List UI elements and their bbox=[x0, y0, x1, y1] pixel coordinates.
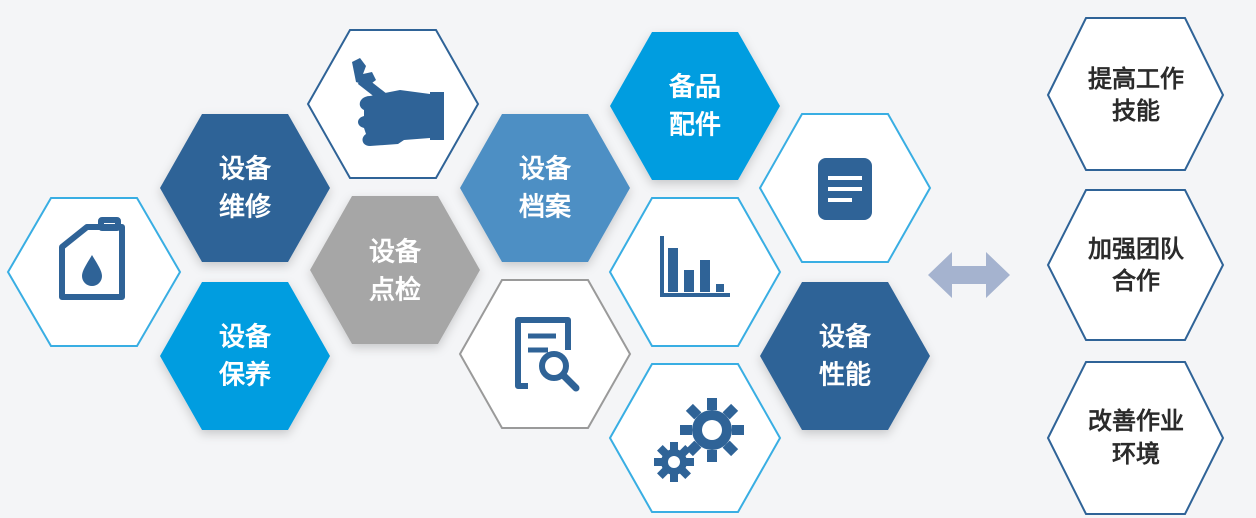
hex-equipment-archive: 设备 档案 bbox=[460, 114, 630, 262]
hex-equipment-inspection: 设备 点检 bbox=[310, 196, 480, 344]
hex-upkeep-line1: 设备 bbox=[219, 323, 272, 353]
hex-equipment-performance: 设备 性能 bbox=[760, 282, 930, 430]
hex-inspection-line2: 点检 bbox=[369, 275, 421, 306]
benefit-hex-1: 提高工作 技能 bbox=[1046, 17, 1225, 171]
bar-chart-icon bbox=[660, 236, 730, 297]
hex-performance-line1: 设备 bbox=[819, 323, 872, 353]
hex-document bbox=[758, 113, 932, 263]
benefit-1-line2: 技能 bbox=[1112, 97, 1160, 125]
hex-equipment-upkeep: 设备 保养 bbox=[160, 282, 330, 430]
hex-archive-line1: 设备 bbox=[519, 155, 572, 185]
hex-spare-parts: 备品 配件 bbox=[610, 32, 780, 180]
wrench-hand-icon bbox=[352, 58, 444, 146]
hex-wrench-hand bbox=[306, 29, 480, 179]
oil-can-icon bbox=[59, 217, 125, 300]
double-arrow-icon bbox=[928, 252, 1010, 298]
hex-document-search bbox=[458, 279, 632, 429]
hex-inspection-line1: 设备 bbox=[369, 238, 422, 268]
benefit-3-line2: 环境 bbox=[1112, 440, 1160, 468]
benefit-2-line2: 合作 bbox=[1112, 267, 1160, 295]
hex-archive-line2: 档案 bbox=[519, 192, 572, 223]
hex-gears bbox=[608, 363, 782, 513]
benefit-hex-2: 加强团队 合作 bbox=[1046, 189, 1225, 341]
hex-bar-chart bbox=[608, 197, 782, 347]
hex-spare-parts-line1: 备品 bbox=[668, 73, 721, 103]
benefit-hex-3: 改善作业 环境 bbox=[1046, 361, 1225, 515]
benefit-2-line1: 加强团队 bbox=[1088, 235, 1185, 263]
hex-oil-can bbox=[6, 197, 182, 347]
hex-maintenance-line2: 维修 bbox=[219, 192, 272, 223]
gears-icon bbox=[654, 398, 744, 482]
document-icon bbox=[818, 158, 872, 220]
hex-spare-parts-line2: 配件 bbox=[669, 111, 721, 141]
benefit-1-line1: 提高工作 bbox=[1088, 65, 1184, 93]
hex-equipment-maintenance: 设备 维修 bbox=[160, 114, 330, 262]
document-search-icon bbox=[515, 317, 580, 392]
hex-upkeep-line2: 保养 bbox=[218, 360, 271, 391]
benefit-3-line1: 改善作业 bbox=[1088, 407, 1184, 435]
hex-performance-line2: 性能 bbox=[819, 360, 871, 391]
hex-maintenance-line1: 设备 bbox=[219, 155, 272, 185]
